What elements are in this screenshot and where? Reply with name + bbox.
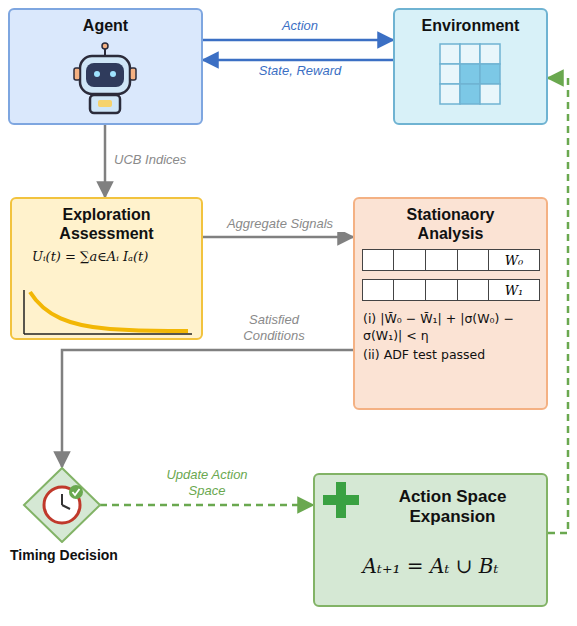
connector-arrow — [100, 504, 313, 507]
decision-diamond: Timing Decision — [10, 467, 114, 567]
window-cell — [394, 280, 426, 300]
connector-arrow — [203, 39, 393, 42]
box-title: Environment — [395, 10, 546, 35]
box-title: Stationaory Analysis — [355, 199, 546, 245]
window-row: W₀ — [362, 249, 540, 271]
condition-text: (ii) ADF test passed — [355, 344, 546, 363]
expansion-box: Action Space ExpansionAₜ₊₁ = Aₜ ∪ Bₜ — [313, 473, 548, 607]
edge-label: Satisfied Conditions — [224, 312, 324, 343]
process-box: Exploration AssessmentUᵢ(t) = ∑a∈Aᵢ Iₐ(t… — [10, 197, 203, 340]
box-title: Action Space Expansion — [315, 475, 546, 528]
window-cell — [363, 280, 395, 300]
window-cell — [458, 250, 490, 270]
edge-label: State, Reward — [223, 63, 377, 79]
window-cell — [363, 250, 395, 270]
formula-text: Uᵢ(t) = ∑a∈Aᵢ Iₐ(t) — [12, 243, 201, 264]
edge-label: Action — [223, 18, 377, 34]
window-cell — [426, 250, 458, 270]
window-row: W₁ — [362, 279, 540, 301]
connector-arrow — [203, 59, 393, 62]
edge-label: Update Action Space — [155, 467, 259, 498]
window-cell — [458, 280, 490, 300]
connector-arrow — [62, 350, 353, 467]
diamond-shape — [10, 467, 114, 543]
formula-text: Aₜ₊₁ = Aₜ ∪ Bₜ — [315, 528, 546, 586]
window-cell — [394, 250, 426, 270]
connector-arrow — [548, 78, 568, 533]
analysis-box: Stationaory AnalysisW₀ W₁(i) |W̄₀ − W̄₁| … — [353, 197, 548, 410]
environment-box: Environment — [393, 8, 548, 125]
window-label: W₁ — [489, 280, 538, 300]
connector-arrow — [203, 236, 353, 239]
edge-label: UCB Indices — [112, 152, 206, 168]
agent-box: Agent — [8, 8, 203, 125]
connector-arrow — [104, 125, 107, 197]
edge-label: Aggregate Signals — [208, 216, 352, 232]
window-label: W₀ — [489, 250, 538, 270]
window-cell — [426, 280, 458, 300]
condition-text: (i) |W̄₀ − W̄₁| + |σ(W₀) − σ(W₁)| < η — [355, 301, 546, 344]
diamond-label: Timing Decision — [10, 547, 114, 563]
box-title: Agent — [10, 10, 201, 35]
box-title: Exploration Assessment — [12, 199, 201, 243]
